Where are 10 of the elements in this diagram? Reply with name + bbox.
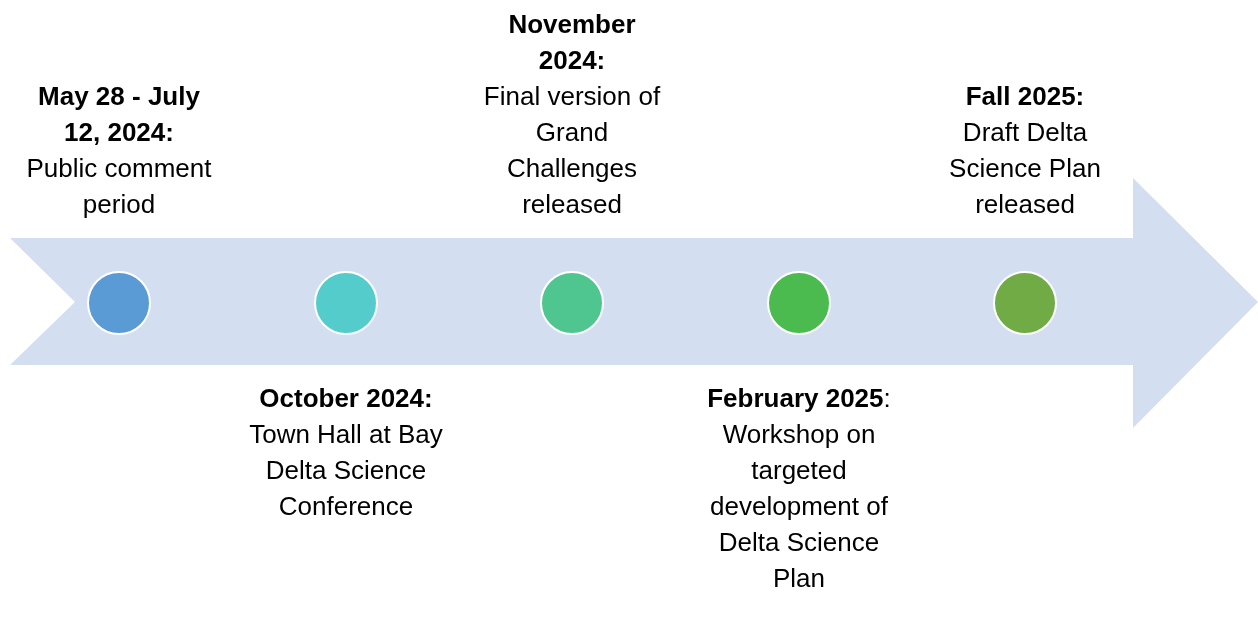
milestone-date: Fall 2025: [964,80,1086,113]
milestone-description: Workshop on targeted development of Delta Science Plan [709,418,889,595]
milestone-date: May 28 - July 12, 2024: [37,80,201,149]
milestone-date: November 2024: [507,8,637,77]
milestone-date: October 2024: [258,382,434,415]
milestone-description: Draft Delta Science Plan released [948,116,1102,221]
milestone-description: Public comment period [25,152,213,221]
milestone-description: Town Hall at Bay Delta Science Conference [248,418,444,523]
milestone-date: February 2025: [706,382,892,415]
milestone-description: Final version of Grand Challenges released [482,80,662,221]
